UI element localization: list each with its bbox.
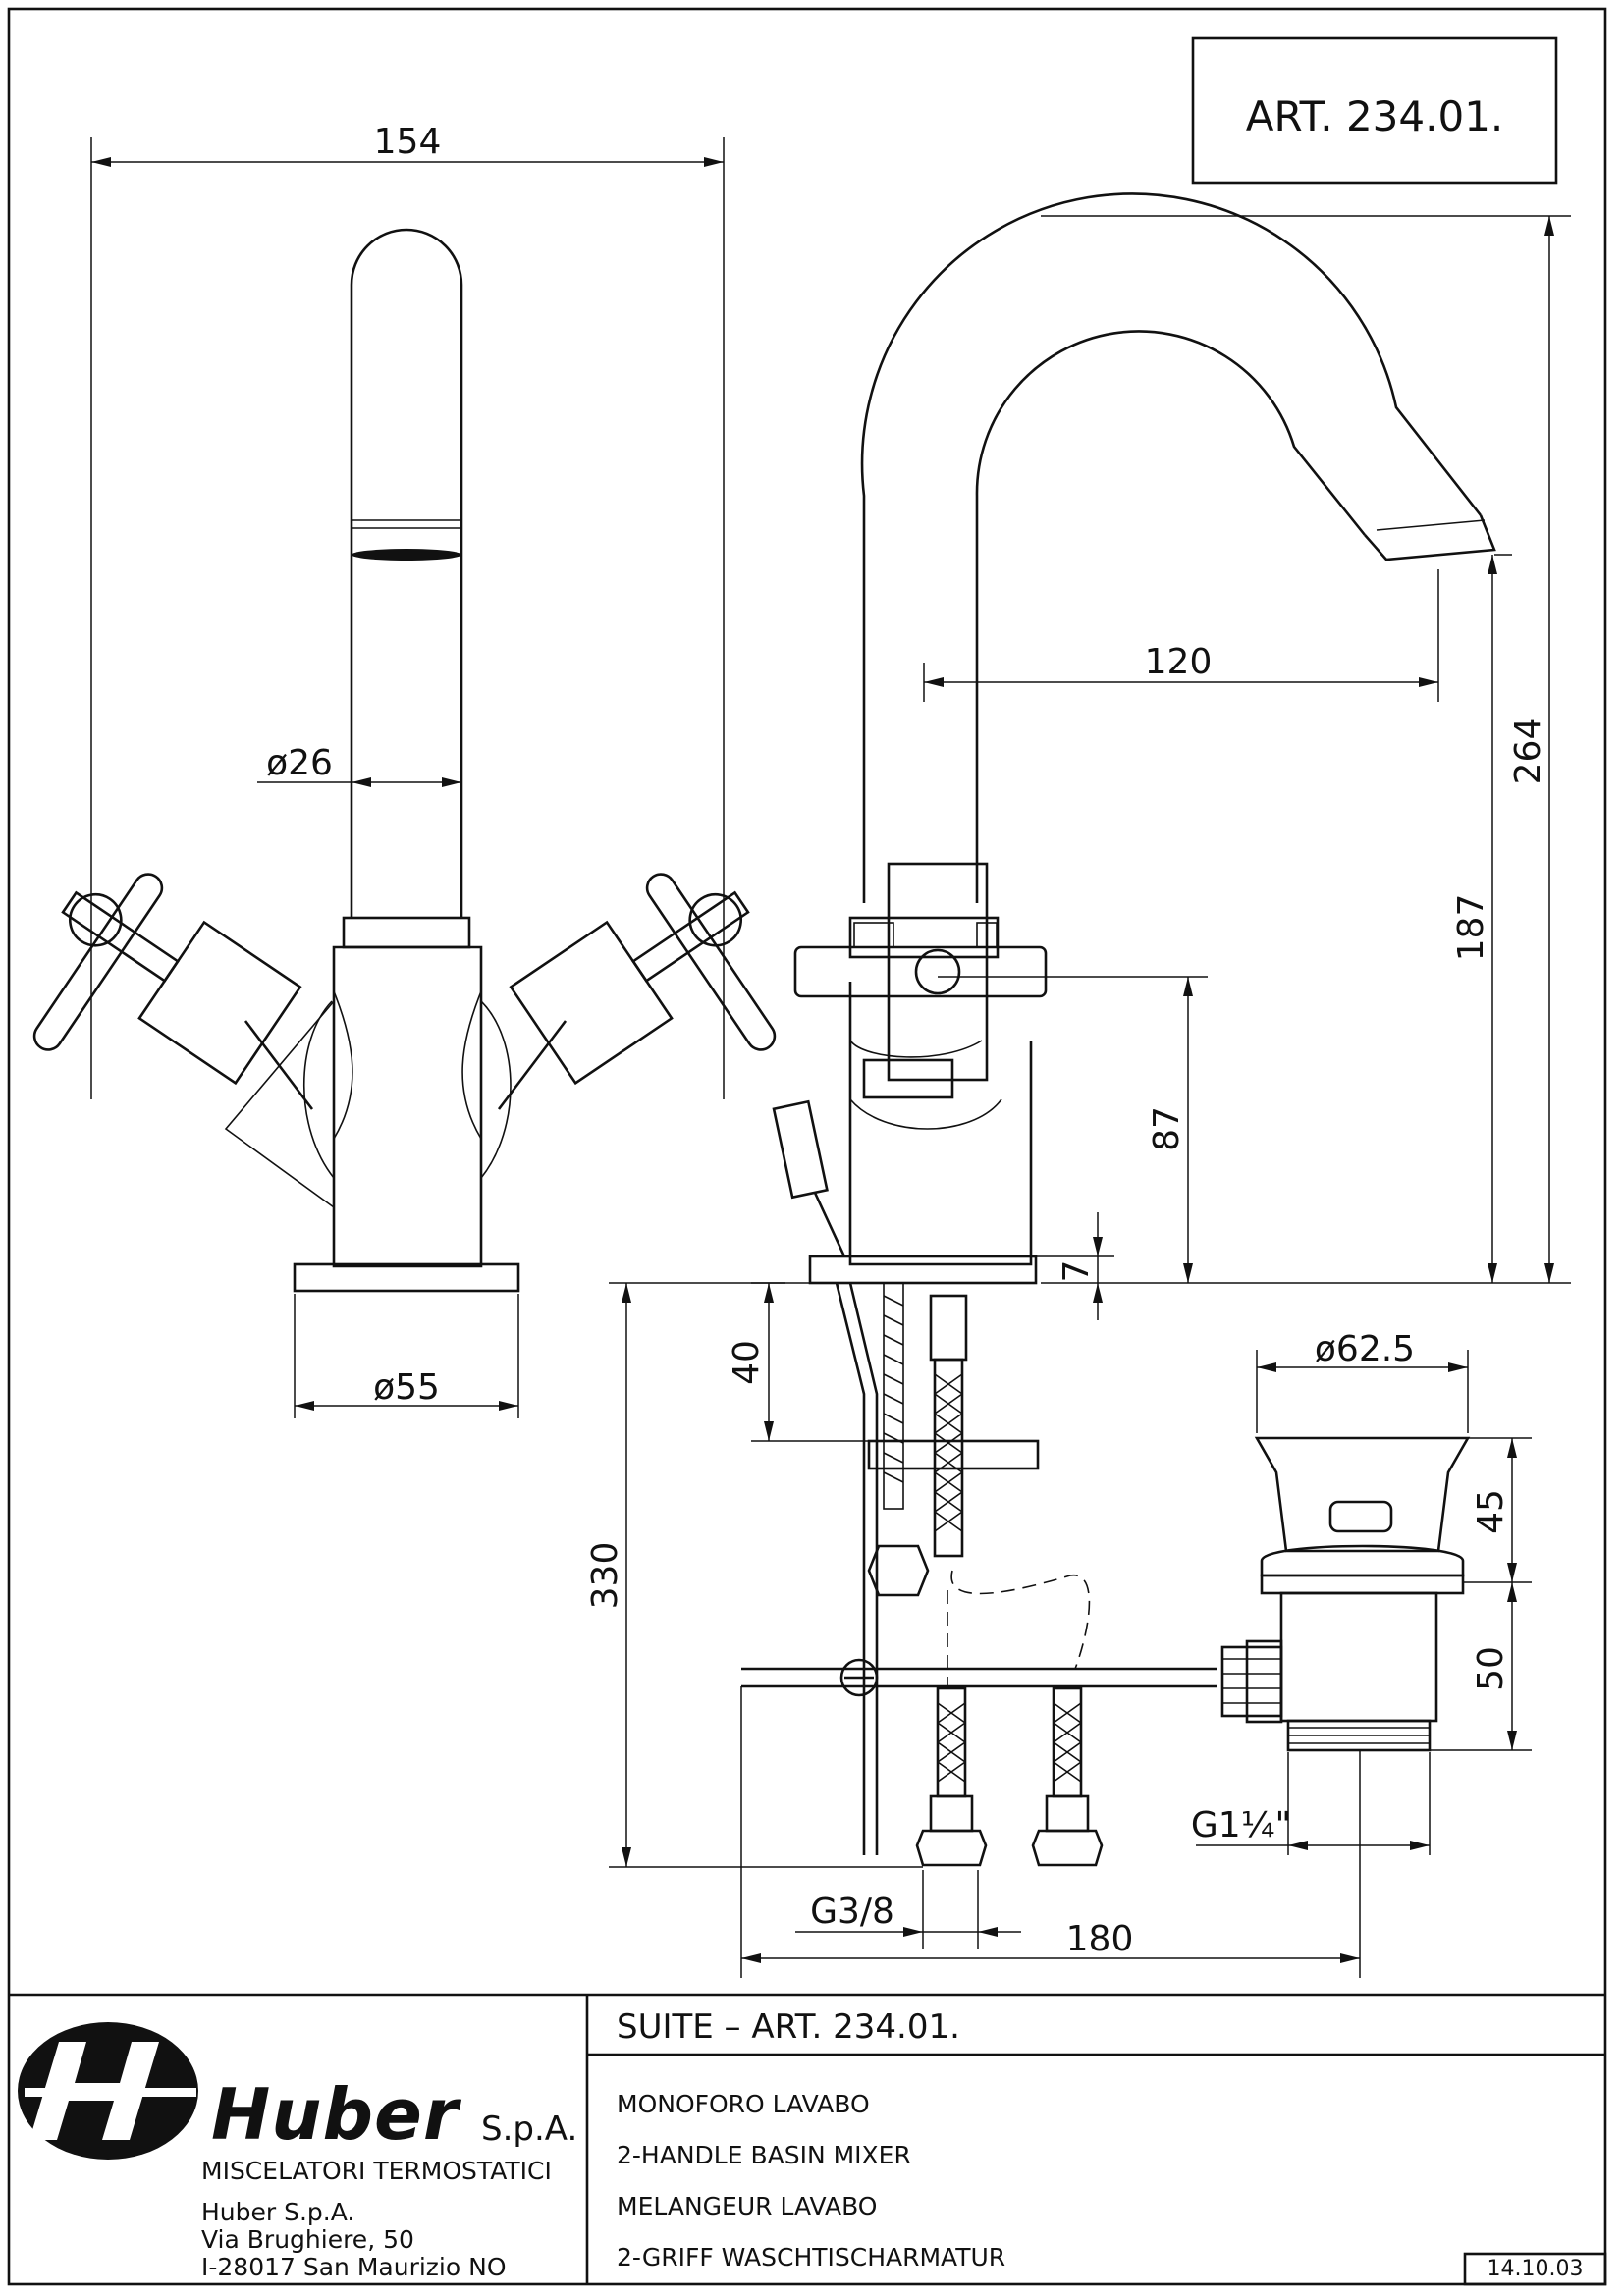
dim-87: 87 bbox=[1147, 1106, 1187, 1151]
dim-180: 180 bbox=[1066, 1919, 1134, 1959]
dim-dia-55: ø55 bbox=[373, 1367, 440, 1408]
company-suffix: S.p.A. bbox=[481, 2109, 578, 2149]
dim-120: 120 bbox=[1145, 642, 1213, 682]
description-german: 2-GRIFF WASCHTISCHARMATUR bbox=[617, 2243, 1006, 2271]
huber-logo bbox=[18, 2022, 198, 2160]
dim-45: 45 bbox=[1471, 1489, 1511, 1534]
dim-dia-62-5: ø62.5 bbox=[1315, 1329, 1415, 1369]
company-tagline: MISCELATORI TERMOSTATICI bbox=[201, 2157, 552, 2185]
braided-hoses bbox=[915, 1294, 1104, 1867]
description-italian: MONOFORO LAVABO bbox=[617, 2090, 870, 2118]
dim-dia-26: ø26 bbox=[266, 743, 333, 783]
dim-g1-1-4: G1¼" bbox=[1191, 1805, 1291, 1845]
dim-264: 264 bbox=[1508, 718, 1548, 785]
product-title: SUITE – ART. 234.01. bbox=[617, 2007, 960, 2047]
description-french: MELANGEUR LAVABO bbox=[617, 2192, 878, 2220]
address-line-2: Via Brughiere, 50 bbox=[201, 2225, 414, 2254]
dim-40: 40 bbox=[727, 1340, 767, 1385]
popup-drain bbox=[1220, 1436, 1471, 1752]
dim-154: 154 bbox=[374, 122, 442, 162]
description-english: 2-HANDLE BASIN MIXER bbox=[617, 2141, 911, 2169]
side-view: 120 264 187 87 7 40 bbox=[585, 192, 1571, 1978]
dim-330: 330 bbox=[585, 1542, 625, 1610]
dim-g3-8: G3/8 bbox=[810, 1892, 894, 1932]
dim-50: 50 bbox=[1471, 1646, 1511, 1691]
drawing-frame bbox=[7, 7, 1607, 2286]
article-box: ART. 234.01. bbox=[1191, 36, 1558, 185]
side-cross-handle bbox=[793, 862, 1048, 1099]
article-label: ART. 234.01. bbox=[1246, 92, 1504, 140]
address-line-1: Huber S.p.A. bbox=[201, 2198, 355, 2226]
dim-187: 187 bbox=[1451, 894, 1491, 962]
dim-7: 7 bbox=[1056, 1260, 1097, 1283]
front-view: 154 ø26 bbox=[32, 122, 777, 1418]
drawing-date: 14.10.03 bbox=[1487, 2257, 1584, 2281]
address-line-3: I-28017 San Maurizio NO bbox=[201, 2253, 507, 2281]
company-name: Huber bbox=[211, 2073, 460, 2156]
title-block bbox=[9, 1993, 1607, 2286]
